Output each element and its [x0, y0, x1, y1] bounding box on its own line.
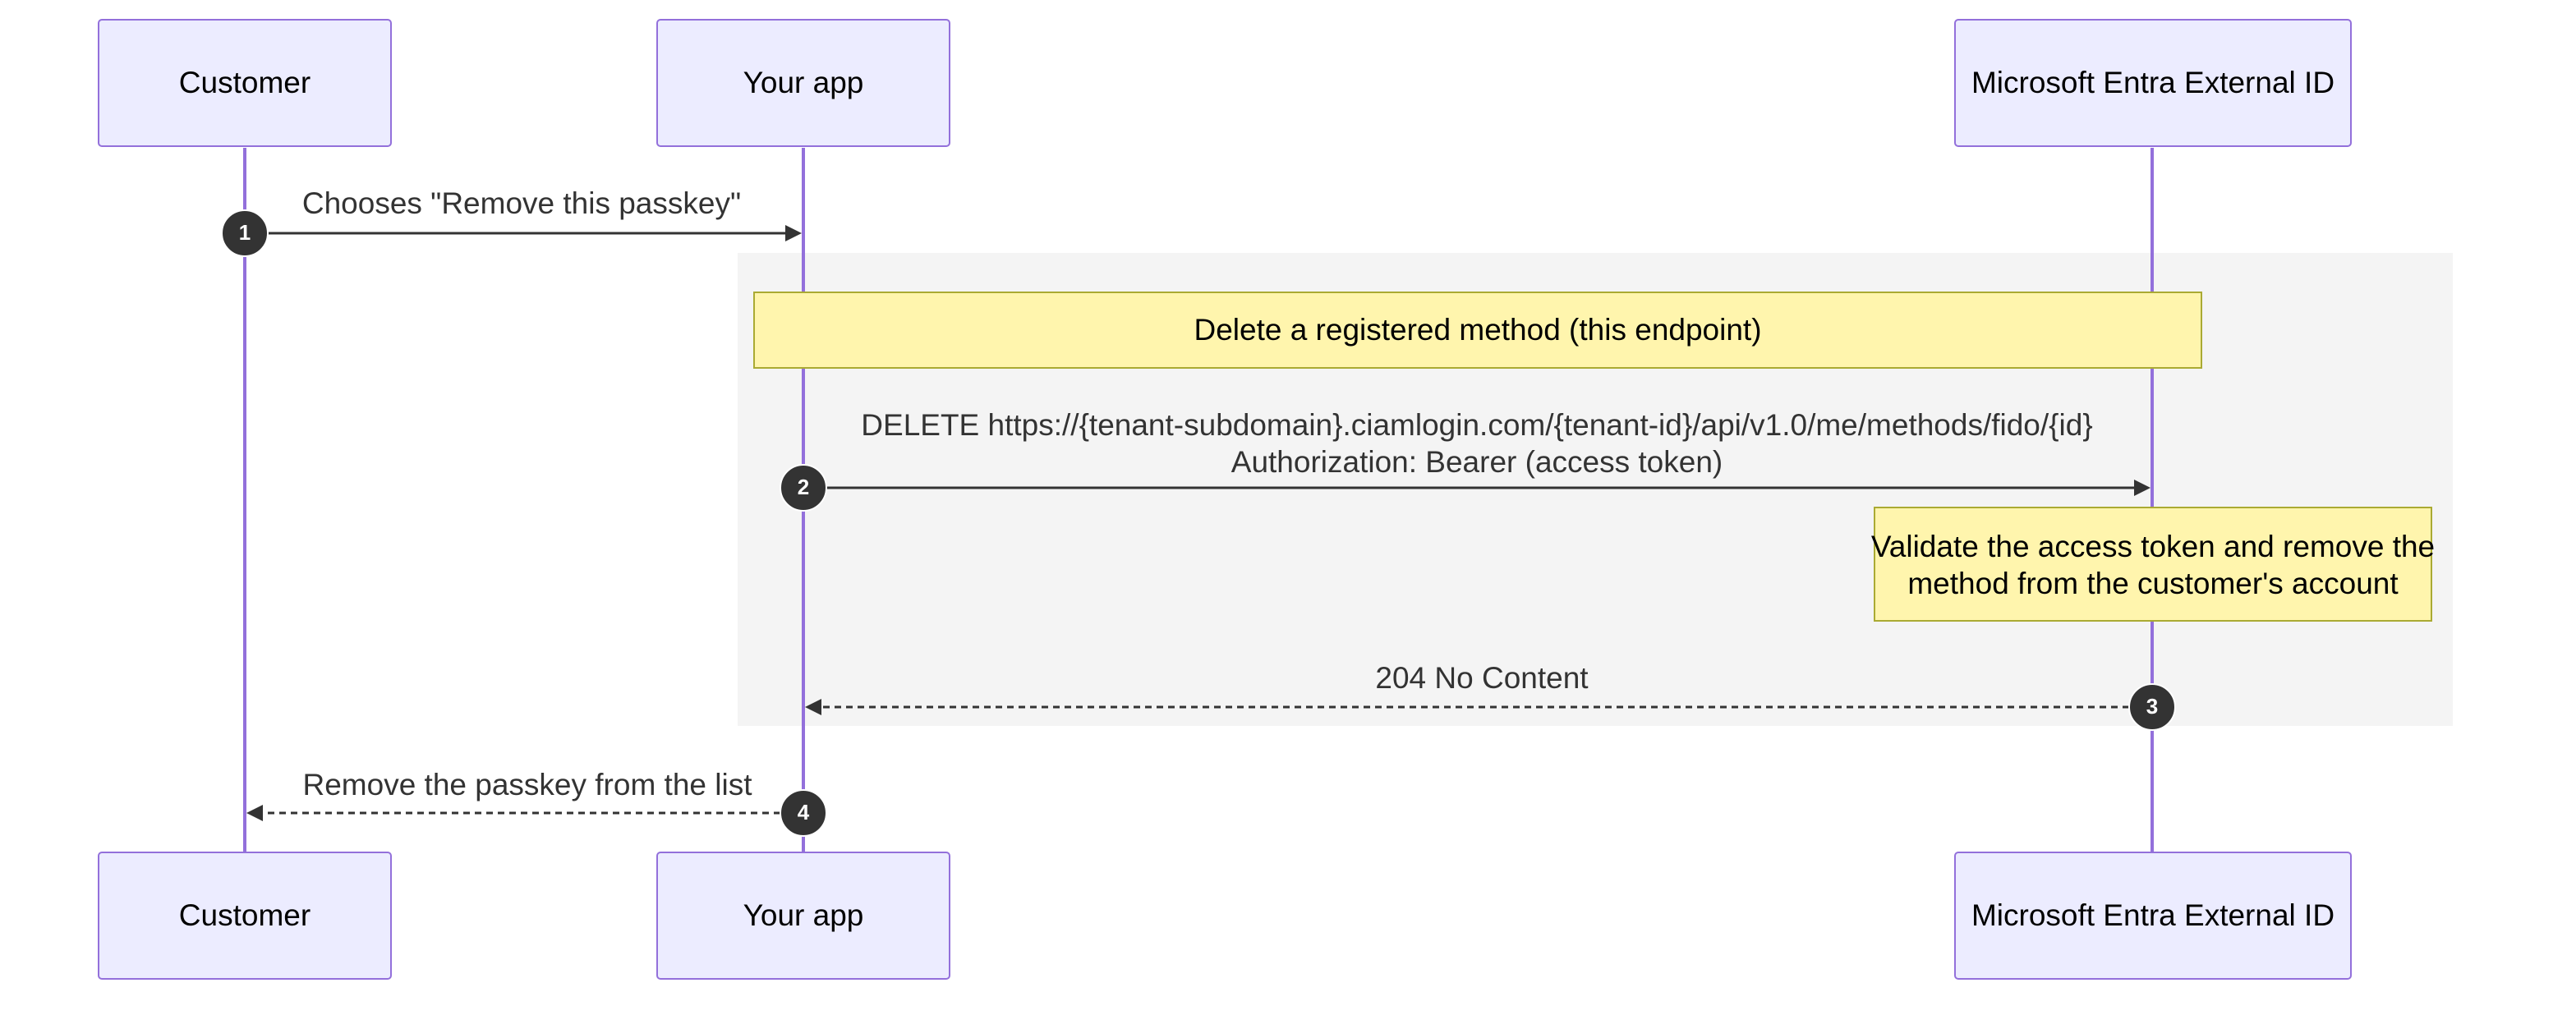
message-2-label-line-2: Authorization: Bearer (access token)	[1231, 445, 1723, 479]
arrowhead	[785, 225, 802, 241]
step-number: 1	[239, 220, 251, 245]
message-3: 204 No Content 3	[805, 661, 2176, 731]
actor-app-bottom: Your app	[656, 852, 950, 980]
actor-app-top: Your app	[656, 19, 950, 147]
message-2-label-line-1: DELETE https://{tenant-subdomain}.ciamlo…	[861, 408, 2092, 442]
arrowhead	[246, 805, 263, 821]
arrowhead	[2134, 480, 2150, 496]
actor-label: Customer	[179, 898, 310, 932]
actor-label: Microsoft Entra External ID	[1971, 66, 2334, 99]
message-3-label: 204 No Content	[1375, 661, 1589, 695]
actor-label: Microsoft Entra External ID	[1971, 898, 2334, 932]
message-4-label: Remove the passkey from the list	[303, 768, 753, 801]
message-1: Chooses "Remove this passkey" 1	[221, 186, 802, 257]
step-marker-4	[780, 789, 827, 837]
message-1-label: Chooses "Remove this passkey"	[302, 186, 741, 220]
group-note-text: Delete a registered method (this endpoin…	[1194, 313, 1761, 347]
step-marker-2	[780, 464, 827, 512]
step-marker-3	[2128, 683, 2176, 731]
actor-entra-bottom: Microsoft Entra External ID	[1954, 852, 2352, 980]
step-number: 4	[798, 800, 810, 824]
actor-label: Your app	[743, 66, 864, 99]
step-number: 2	[798, 475, 809, 499]
validation-note: Validate the access token and remove the…	[1871, 507, 2435, 622]
message-4: Remove the passkey from the list 4	[246, 768, 827, 837]
group-note: Delete a registered method (this endpoin…	[753, 292, 2202, 369]
validation-note-line-1: Validate the access token and remove the	[1871, 530, 2435, 563]
step-marker-1	[221, 209, 269, 257]
validation-note-line-2: method from the customer's account	[1907, 567, 2399, 600]
message-2: DELETE https://{tenant-subdomain}.ciamlo…	[780, 408, 2150, 512]
actor-customer-bottom: Customer	[98, 852, 392, 980]
actor-label: Your app	[743, 898, 864, 932]
actor-entra-top: Microsoft Entra External ID	[1954, 19, 2352, 147]
actor-customer-top: Customer	[98, 19, 392, 147]
actor-label: Customer	[179, 66, 310, 99]
step-number: 3	[2146, 694, 2158, 719]
arrowhead	[805, 699, 821, 715]
